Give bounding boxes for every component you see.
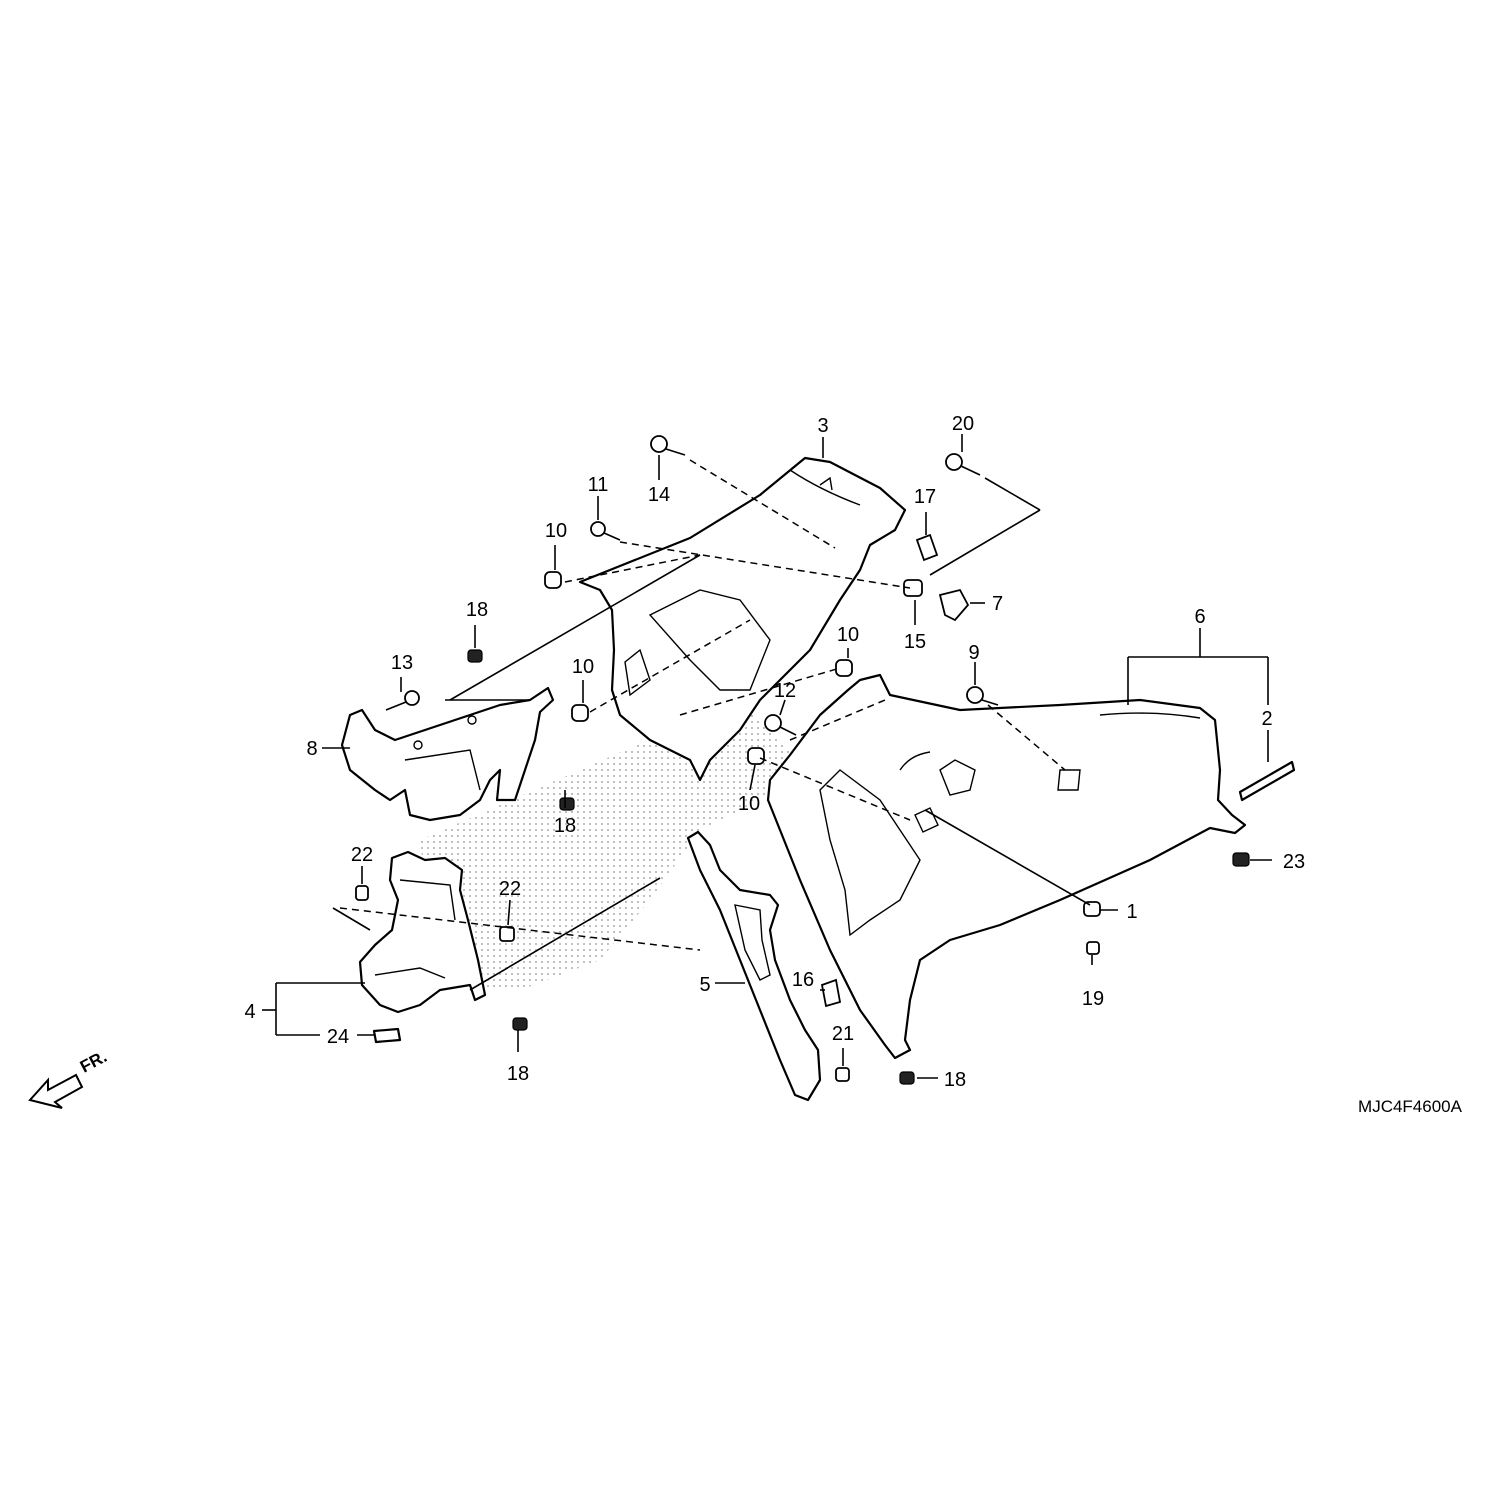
callout-18-b: 18 — [554, 815, 576, 837]
screw-14-icon — [650, 435, 686, 456]
callout-5: 5 — [699, 974, 710, 996]
callout-1: 1 — [1126, 901, 1137, 923]
grommet-10d-icon — [747, 747, 765, 765]
callout-19: 19 — [1082, 988, 1104, 1010]
callout-22-a: 22 — [351, 844, 373, 866]
callout-labels: 3 20 17 11 14 10 7 15 6 18 10 9 13 10 12… — [244, 413, 1305, 1091]
callout-12: 12 — [774, 680, 796, 702]
grommet-10a-icon — [544, 571, 562, 589]
callout-24: 24 — [327, 1026, 349, 1048]
screw-22b-icon — [499, 926, 515, 942]
nut-1-icon — [1083, 901, 1101, 917]
callout-23: 23 — [1283, 851, 1305, 873]
screw-20-icon — [945, 453, 981, 476]
part-3-upper-inner-cowl — [578, 456, 907, 782]
callout-8: 8 — [306, 738, 317, 760]
callout-6: 6 — [1194, 606, 1205, 628]
part-8-inner-bracket — [340, 686, 555, 822]
callout-16: 16 — [792, 969, 814, 991]
callout-10-c: 10 — [837, 624, 859, 646]
screw-23-icon — [1232, 852, 1250, 867]
front-direction-label: FR. — [77, 1047, 110, 1077]
screw-11-icon — [590, 521, 621, 541]
part-5-trim-strip — [686, 830, 822, 1102]
leader-lines — [262, 434, 1272, 1079]
callout-14: 14 — [648, 484, 670, 506]
assembly-lines — [332, 459, 1091, 991]
callout-13: 13 — [391, 652, 413, 674]
callout-18-d: 18 — [944, 1069, 966, 1091]
callout-9: 9 — [968, 642, 979, 664]
clip-17-icon — [915, 533, 939, 562]
screw-21-icon — [835, 1067, 850, 1082]
screw-18b-icon — [559, 797, 575, 811]
grommet-19-icon — [1086, 941, 1100, 955]
callout-3: 3 — [817, 415, 828, 437]
part-24-emblem — [372, 1027, 402, 1044]
clip-16-icon — [820, 978, 842, 1008]
grommet-10b-icon — [571, 704, 589, 722]
callout-2: 2 — [1261, 708, 1272, 730]
callout-17: 17 — [914, 486, 936, 508]
collar-15-icon — [903, 579, 923, 597]
callout-18-a: 18 — [466, 599, 488, 621]
screw-22a-icon — [355, 885, 369, 901]
screw-12-icon — [764, 714, 797, 736]
grommet-10c-icon — [835, 659, 853, 677]
screw-18c-icon — [512, 1017, 528, 1031]
front-arrow-icon: FR. — [28, 1047, 110, 1109]
hardware — [355, 435, 1250, 1085]
callout-21: 21 — [832, 1023, 854, 1045]
callout-11: 11 — [588, 474, 609, 496]
screw-18d-icon — [899, 1071, 915, 1085]
screw-9-icon — [966, 686, 999, 706]
callout-15: 15 — [904, 631, 926, 653]
part-6-lower-cowl — [766, 673, 1247, 1060]
callout-4: 4 — [244, 1001, 255, 1023]
part-2-sticker — [1238, 760, 1296, 802]
bracket-7-icon — [938, 588, 970, 622]
callout-10-b: 10 — [572, 656, 594, 678]
screw-13-icon — [385, 690, 420, 711]
callout-22-b: 22 — [499, 878, 521, 900]
callout-18-c: 18 — [507, 1063, 529, 1085]
watermark-dots — [420, 700, 800, 990]
diagram-code: MJC4F4600A — [1358, 1097, 1463, 1116]
callout-20: 20 — [952, 413, 974, 435]
callout-10-a: 10 — [545, 520, 567, 542]
part-4-lower-bracket — [358, 850, 487, 1014]
screw-18a-icon — [467, 649, 483, 663]
callout-7: 7 — [992, 593, 1003, 615]
callout-10-d: 10 — [738, 793, 760, 815]
